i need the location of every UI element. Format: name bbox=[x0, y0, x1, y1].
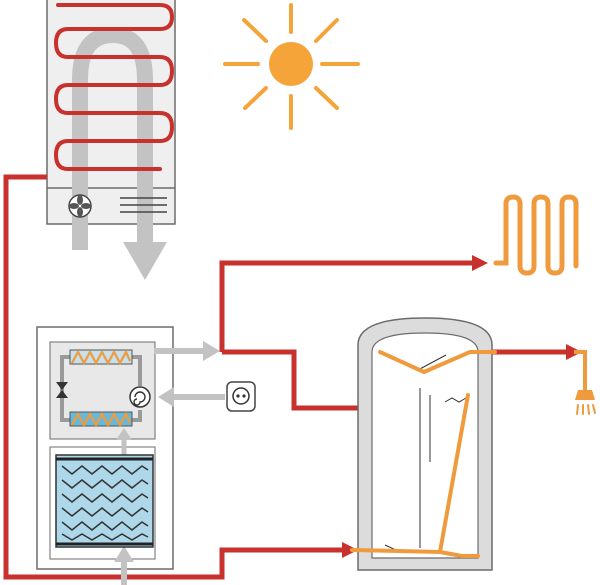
vent-grille bbox=[120, 197, 167, 213]
return-pipe bbox=[3, 174, 359, 580]
space-heating-supply-pipe bbox=[219, 254, 489, 352]
shower-head-icon bbox=[574, 350, 596, 415]
heat-pump bbox=[36, 326, 225, 585]
brine-up-arrow bbox=[116, 428, 132, 440]
air-outlet-arrow bbox=[123, 242, 167, 280]
refrigerant-loop-bottom bbox=[130, 410, 142, 422]
fan-icon bbox=[68, 194, 92, 218]
storage-tank bbox=[350, 317, 497, 571]
expansion-valve-icon bbox=[56, 382, 68, 398]
tank-feed-pipe bbox=[222, 349, 358, 411]
tank-heating-coil bbox=[350, 350, 497, 558]
underfloor-coil-icon bbox=[493, 194, 579, 276]
refrigerant-loop-top bbox=[130, 355, 142, 386]
heat-out-arrow bbox=[203, 341, 220, 361]
solar-collector-unit bbox=[46, 0, 176, 280]
air-flow-loop bbox=[72, 26, 153, 250]
heating-coil bbox=[53, 3, 175, 171]
controller-icon bbox=[226, 381, 256, 412]
evaporator-coil bbox=[71, 411, 132, 428]
compressor-icon bbox=[129, 386, 151, 408]
condenser-coil bbox=[71, 349, 132, 366]
ground-in-arrow bbox=[114, 546, 134, 562]
control-signal-arrow bbox=[158, 387, 174, 407]
sun-icon bbox=[223, 3, 360, 130]
exchanger-zigzag bbox=[61, 465, 149, 541]
